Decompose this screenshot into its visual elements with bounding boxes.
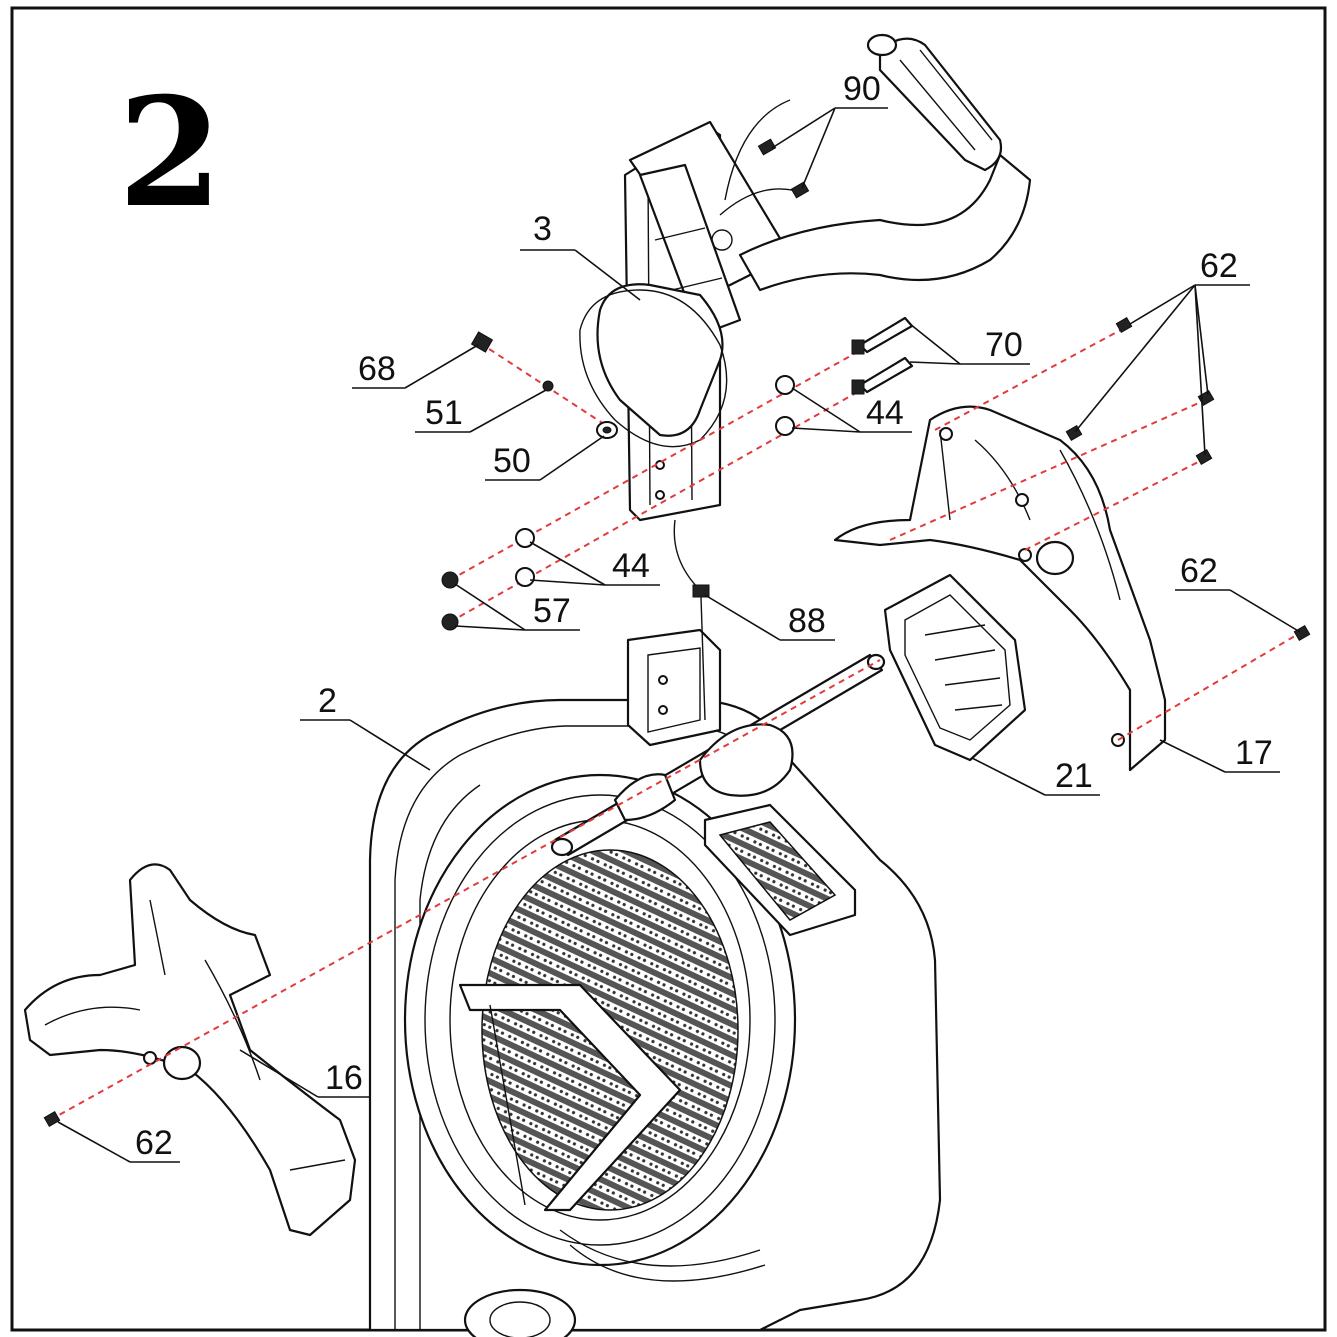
handlebar-post-part-3 <box>579 33 1032 721</box>
left-cover-part-16 <box>23 863 357 1237</box>
callout-62-left: 62 <box>135 1124 173 1162</box>
main-body-part-2 <box>368 628 942 1337</box>
callout-44-upper: 44 <box>866 394 904 432</box>
callout-labels: 90 3 62 68 70 51 44 50 44 57 62 88 2 21 … <box>135 70 1273 1162</box>
callout-2: 2 <box>318 682 337 720</box>
step-number: 2 <box>118 65 223 241</box>
callout-3: 3 <box>533 210 552 248</box>
callout-70: 70 <box>985 326 1023 364</box>
callout-62-right-group: 62 <box>1200 247 1238 285</box>
callout-62-far-right: 62 <box>1180 552 1218 590</box>
callout-90: 90 <box>843 70 881 108</box>
callout-57: 57 <box>533 592 571 630</box>
callout-68: 68 <box>358 350 396 388</box>
callout-51: 51 <box>425 394 463 432</box>
callout-17: 17 <box>1235 734 1273 772</box>
callout-50: 50 <box>493 442 531 480</box>
callout-88: 88 <box>788 602 826 640</box>
pad-part-21 <box>883 573 1027 762</box>
callout-44-lower: 44 <box>612 547 650 585</box>
right-cover-part-17 <box>833 405 1167 772</box>
callout-21: 21 <box>1055 757 1093 795</box>
callout-16: 16 <box>325 1059 363 1097</box>
leader-lines <box>57 107 1301 1163</box>
